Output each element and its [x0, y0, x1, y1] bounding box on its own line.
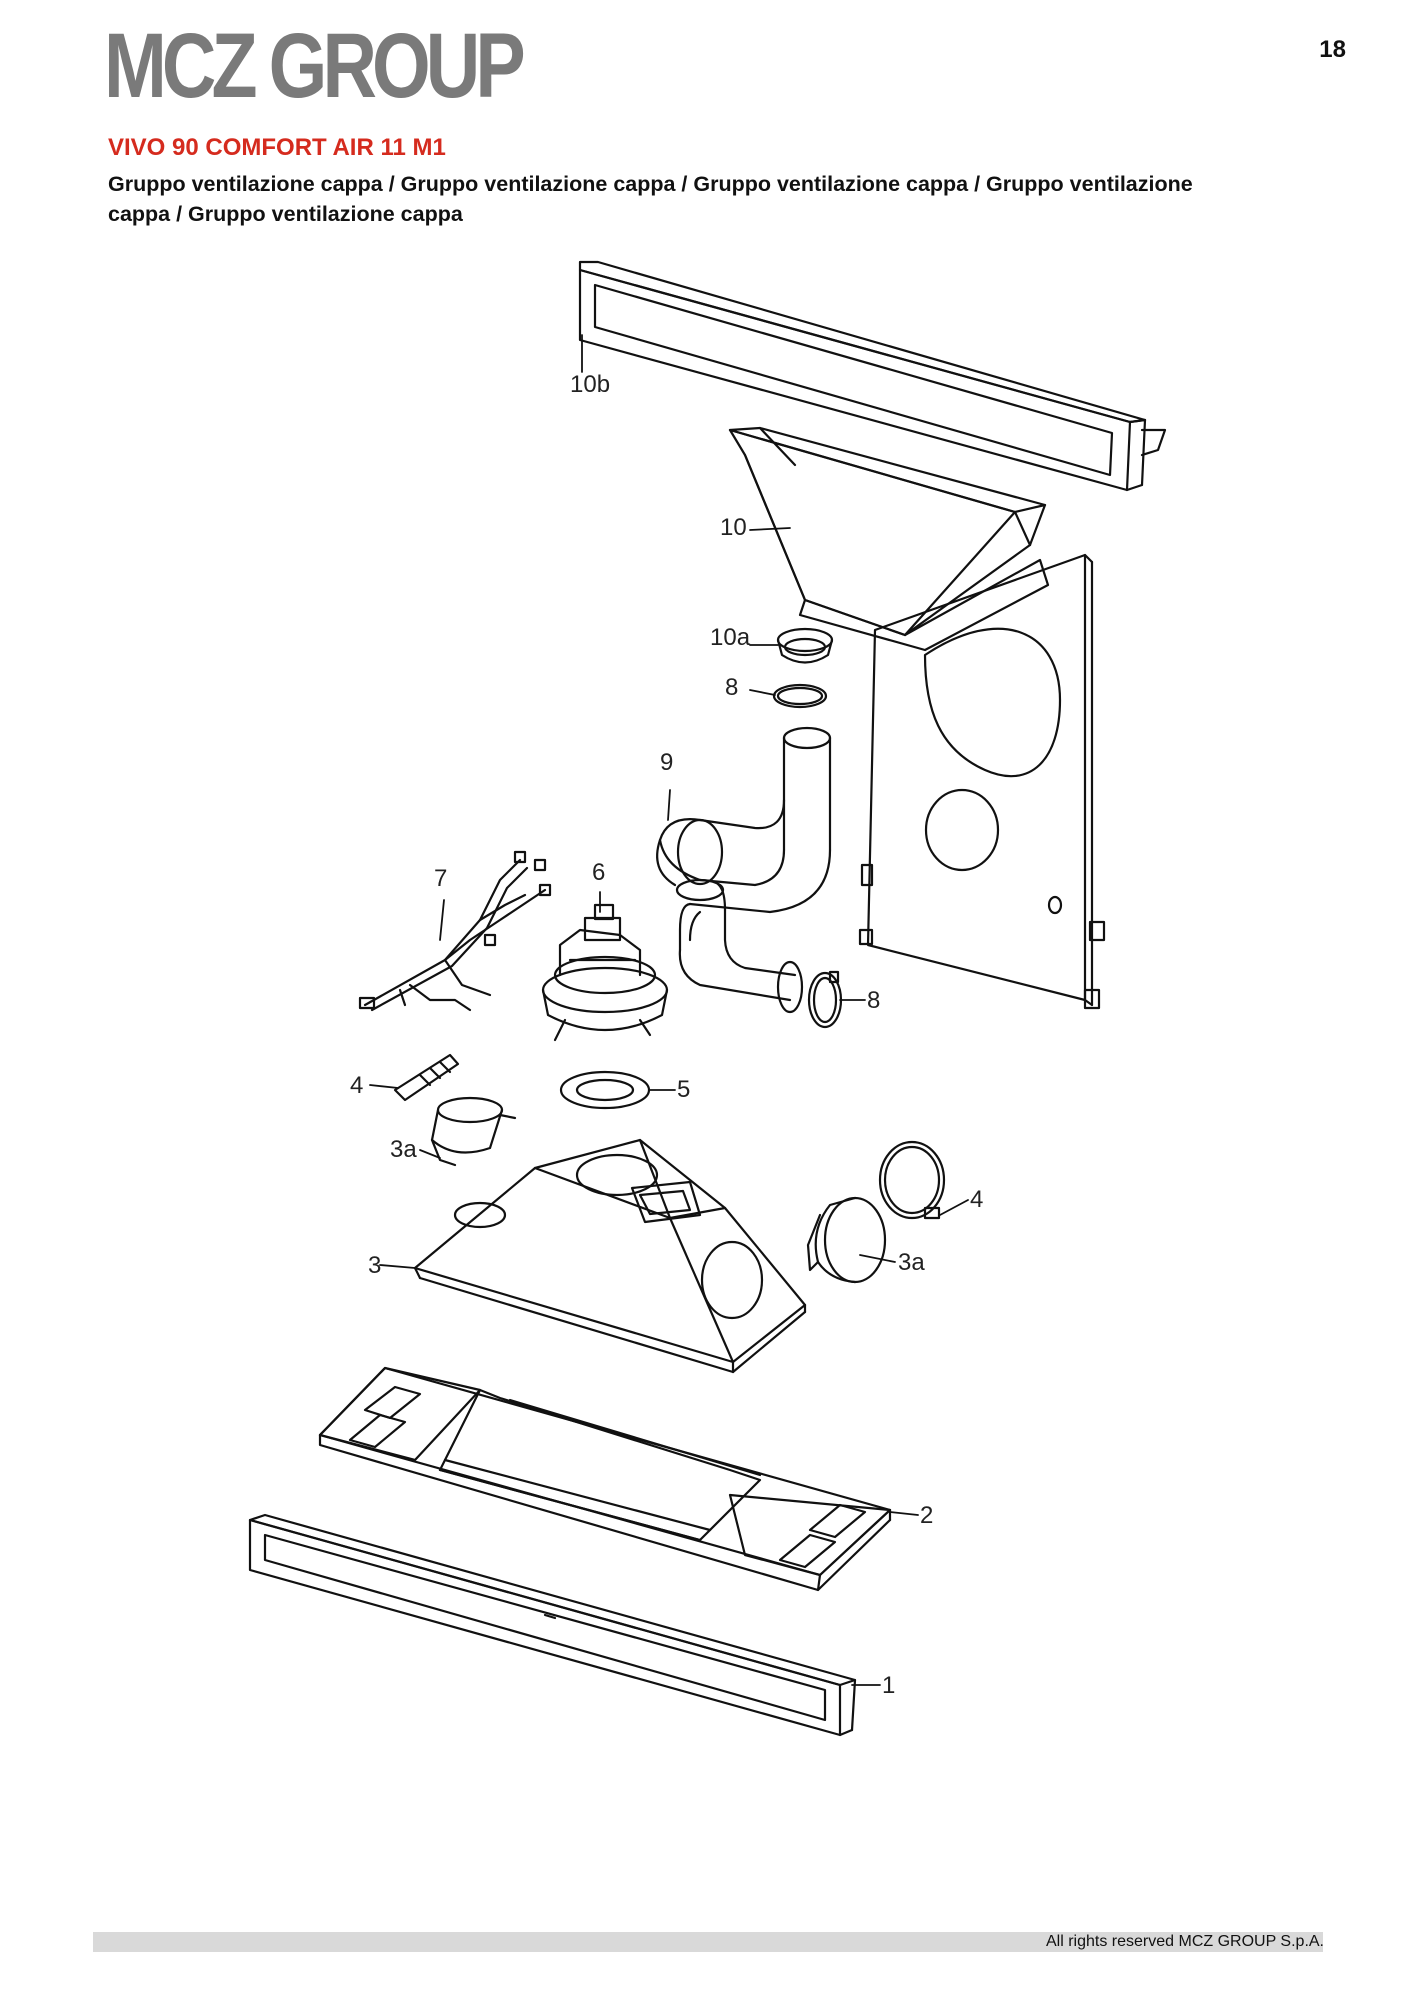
part-8-clamp-top — [772, 683, 828, 709]
label-8-top: 8 — [725, 674, 738, 701]
label-3a-right: 3a — [898, 1249, 925, 1276]
part-10-hood-funnel — [728, 426, 1050, 652]
part-3a-collar-left — [430, 1096, 517, 1167]
part-7-wiring-harness — [358, 850, 552, 1012]
part-3-fan-housing — [413, 1138, 807, 1374]
part-9-duct — [656, 726, 832, 1014]
label-4-right: 4 — [970, 1186, 983, 1213]
label-3: 3 — [368, 1252, 381, 1279]
footer-copyright: All rights reserved MCZ GROUP S.p.A. — [1046, 1933, 1324, 1950]
label-2: 2 — [920, 1502, 933, 1529]
label-4-left: 4 — [350, 1072, 363, 1099]
leader-lines — [369, 334, 969, 1686]
label-8-right: 8 — [867, 987, 880, 1014]
part-8-clamp-right — [807, 970, 843, 1029]
part-1-front-grille — [248, 1513, 857, 1737]
label-5: 5 — [677, 1076, 690, 1103]
part-10a-collar — [776, 627, 834, 664]
part-3a-collar-right — [806, 1196, 887, 1284]
label-10: 10 — [720, 514, 747, 541]
part-6-fan-motor — [541, 903, 669, 1042]
part-2-support-frame — [318, 1366, 892, 1592]
label-7: 7 — [434, 865, 447, 892]
part-4-band-clamp-right — [878, 1140, 946, 1220]
section-subtitle: Gruppo ventilazione cappa / Gruppo venti… — [108, 172, 1193, 226]
mcz-group-logo: MCZ GROUP — [104, 15, 526, 117]
part-5-gasket — [559, 1070, 651, 1110]
model-title: VIVO 90 COMFORT AIR 11 M1 — [108, 134, 446, 161]
label-10a: 10a — [710, 624, 751, 651]
label-6: 6 — [592, 859, 605, 886]
label-3a-left: 3a — [390, 1136, 417, 1163]
part-4-cable-gland-left — [393, 1053, 460, 1102]
label-9: 9 — [660, 749, 673, 776]
part-labels: 10b 10 10a 8 9 7 6 8 4 5 3a 4 3 3a 2 1 — [350, 371, 983, 1699]
page-number: 18 — [1319, 36, 1346, 63]
label-1: 1 — [882, 1672, 895, 1699]
label-10b: 10b — [570, 371, 610, 398]
part-10b-outlet-grille — [578, 260, 1167, 492]
footer-bar — [93, 1932, 1323, 1952]
rear-panel — [858, 553, 1106, 1010]
